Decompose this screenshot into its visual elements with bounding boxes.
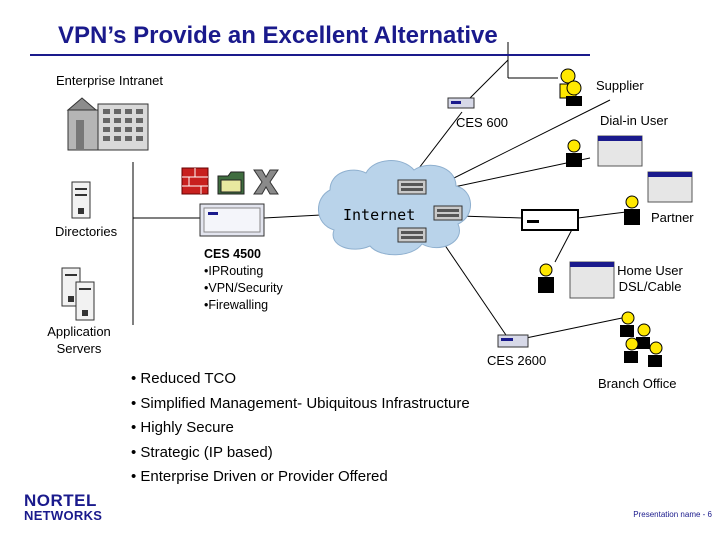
line-internet-router [459, 215, 523, 219]
ces4500-heading: CES 4500 [204, 247, 261, 261]
benefits-list: • Reduced TCO • Simplified Management- U… [131, 367, 470, 490]
router-icon [397, 179, 427, 195]
building-icon [66, 97, 149, 151]
line-ces2600-branch [525, 317, 623, 339]
slide-title: VPN’s Provide an Excellent Alternative [58, 22, 498, 49]
line-internet-dialin2 [439, 157, 591, 191]
ces4500-feature: •VPN/Security [204, 281, 283, 295]
router-icon [433, 205, 463, 221]
line-internet-ces2600 [439, 237, 509, 339]
nortel-networks-logo: NORTEL NETWORKS [24, 492, 102, 523]
application-servers-label-line1: Application [47, 324, 111, 339]
application-servers-label-line2: Servers [56, 341, 102, 356]
benefit-item: • Reduced TCO [131, 370, 237, 387]
ces2600-label: CES 2600 [487, 353, 547, 368]
ces2600-device-icon [497, 334, 529, 348]
internet-cloud [318, 160, 471, 256]
partner-router-icon [521, 209, 579, 231]
partner-label: Partner [651, 210, 694, 225]
application-server-icon [61, 267, 95, 321]
home-user-label: Home User DSL/Cable [608, 263, 692, 295]
benefit-item: • Enterprise Driven or Provider Offered [131, 468, 388, 485]
monitor-icon [647, 171, 693, 203]
title-underline [30, 54, 590, 56]
dialin-user-label: Dial-in User [600, 113, 668, 128]
line-router-partner [577, 211, 627, 219]
branch-office-label: Branch Office [598, 376, 677, 391]
ces600-label: CES 600 [456, 115, 509, 130]
router-icon [397, 227, 427, 243]
home-user-label-line2: DSL/Cable [618, 279, 682, 294]
ces4500-device-icon [199, 203, 265, 237]
ces4500-feature-list: CES 4500 •IPRouting •VPN/Security •Firew… [204, 246, 283, 314]
dialin-user-icon [566, 139, 582, 167]
monitor-icon [569, 261, 615, 299]
benefit-item: • Simplified Management- Ubiquitous Infr… [131, 394, 470, 412]
footer-page-label: Presentation name - 6 [633, 510, 712, 519]
line-internet-dialin [439, 99, 611, 186]
ces4500-feature: •IPRouting [204, 264, 264, 278]
supplier-user-icon [559, 68, 582, 106]
enterprise-intranet-label: Enterprise Intranet [56, 73, 163, 88]
logo-line2: NETWORKS [24, 508, 103, 523]
folder-icon [217, 171, 245, 195]
home-user-label-line1: Home User [617, 263, 683, 278]
benefit-item: • Highly Secure [131, 419, 234, 436]
monitor-icon [597, 135, 643, 167]
firewall-icon [181, 167, 209, 195]
application-servers-label: Application Servers [40, 323, 118, 357]
ces4500-feature: •Firewalling [204, 298, 269, 312]
directory-server-icon [71, 181, 91, 219]
directories-label: Directories [55, 224, 118, 239]
partner-user-icon [624, 195, 640, 225]
x-icon [253, 169, 279, 195]
line-ces600-supplier [467, 59, 509, 101]
logo-line1: NORTEL [24, 491, 97, 510]
home-user-icon [538, 263, 554, 293]
ces600-device-icon [447, 97, 475, 109]
supplier-label: Supplier [596, 78, 644, 93]
branch-users-icon [620, 311, 663, 367]
benefit-item: • Strategic (IP based) [131, 443, 273, 461]
internet-label: Internet [343, 206, 416, 224]
